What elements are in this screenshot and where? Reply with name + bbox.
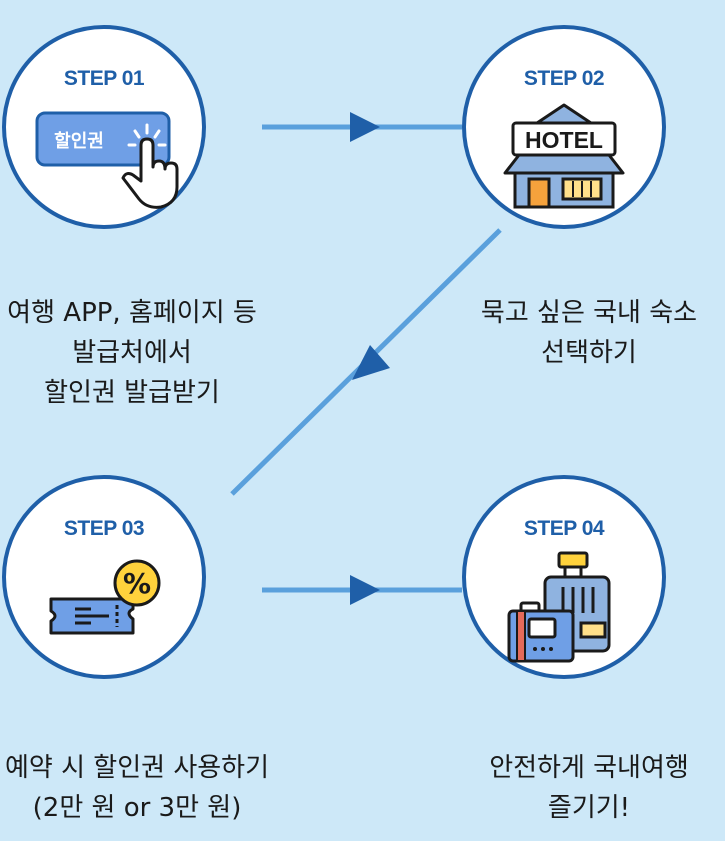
hotel-icon: HOTEL [503,103,625,209]
percent-sign: % [123,567,151,600]
step-4-caption: 안전하게 국내여행 즐기기! [444,748,725,828]
step-3-circle: STEP 03 % [2,475,206,679]
step-3-caption: 예약 시 할인권 사용하기 (2만 원 or 3만 원) [0,748,302,828]
arrow-down-left-icon [352,345,390,380]
step-1-caption-line: 발급처에서 [72,338,192,368]
coupon-click-icon: 할인권 [35,111,179,209]
step-3-caption-line: (2만 원 or 3만 원) [32,793,242,823]
step-2-caption: 묵고 싶은 국내 숙소 선택하기 [444,293,725,373]
step-2-circle: STEP 02 HOTEL [462,25,666,229]
coupon-text: 할인권 [54,130,104,152]
step-1-circle: STEP 01 할인권 [2,25,206,229]
arrow-right-icon [350,575,380,605]
step-4-caption-line: 안전하게 국내여행 [489,753,689,783]
step-1-caption: 여행 APP, 홈페이지 등 발급처에서 할인권 발급받기 [0,293,282,413]
discount-ticket-icon: % [49,559,161,635]
step-1-caption-line: 여행 APP, 홈페이지 등 [7,298,257,328]
step-4-circle: STEP 04 [462,475,666,679]
step-2-caption-line: 묵고 싶은 국내 숙소 [480,298,698,328]
step-2-caption-line: 선택하기 [541,338,637,368]
hotel-sign-text: HOTEL [525,127,603,153]
step-1-label: STEP 01 [63,67,145,90]
luggage-icon [507,551,611,663]
step-2-label: STEP 02 [523,67,605,90]
step-4-label: STEP 04 [523,517,605,540]
step-1-caption-line: 할인권 발급받기 [44,378,220,408]
step-4-caption-line: 즐기기! [547,793,631,823]
arrow-right-icon [350,112,380,142]
step-3-caption-line: 예약 시 할인권 사용하기 [5,753,269,783]
step-3-label: STEP 03 [63,517,145,540]
